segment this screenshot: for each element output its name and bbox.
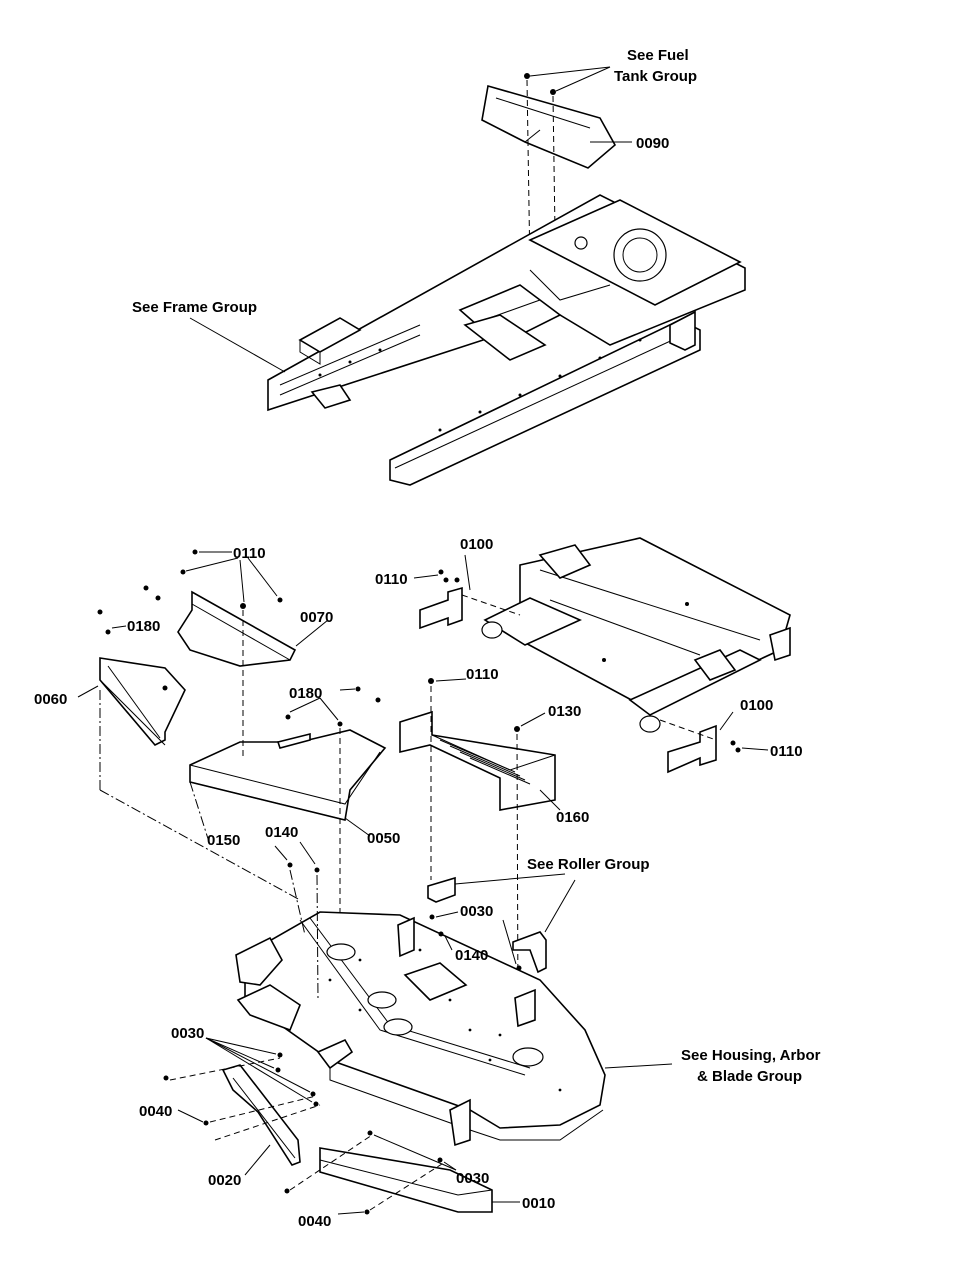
label-part-0010: 0010 [522,1195,555,1212]
label-part-0050: 0050 [367,830,400,847]
label-see-frame: See Frame Group [132,299,257,316]
label-part-0130: 0130 [548,703,581,720]
label-part-0030-front: 0030 [456,1170,489,1187]
plate-0160 [399,678,561,1011]
label-part-0030-roller: 0030 [460,903,493,920]
front-rail-0010 [319,1147,520,1213]
hardware-deck [274,841,320,1001]
center-lines [99,690,301,901]
roller-brackets [427,873,576,974]
label-part-0140-deck: 0140 [455,947,488,964]
label-part-0110-top-left: 0110 [233,545,266,562]
label-part-0110-bracket-left: 0110 [375,571,408,588]
label-part-0040-front: 0040 [298,1213,331,1230]
label-part-0110-plate: 0110 [466,666,499,683]
mower-deck-housing [235,911,673,1147]
shield-0070 [177,590,329,667]
label-see-fuel-line1: See Fuel [627,47,689,64]
label-see-housing-line1: See Housing, Arbor [681,1047,821,1064]
label-part-0060: 0060 [34,691,67,708]
label-part-0070: 0070 [300,609,333,626]
label-see-fuel-line2: Tank Group [614,68,697,85]
hardware-front [163,1037,457,1215]
callout-labels: See Fuel Tank Group 0090 See Frame Group… [34,47,821,1230]
label-part-0090: 0090 [636,135,669,152]
label-part-0140-top: 0140 [265,824,298,841]
label-part-0150: 0150 [207,832,240,849]
label-part-0180-center: 0180 [289,685,322,702]
bracket-0100-right [659,711,769,774]
hardware-left [97,549,381,1050]
label-see-roller: See Roller Group [527,856,650,873]
label-part-0110-bracket-right: 0110 [770,743,803,760]
label-see-housing-line2: & Blade Group [697,1068,802,1085]
label-part-0160: 0160 [556,809,589,826]
shield-0060 [77,657,186,746]
label-part-0100-right: 0100 [740,697,773,714]
label-part-0030-left: 0030 [171,1025,204,1042]
deck-lift-subframe [481,537,791,733]
shield-0050 [189,729,387,837]
label-part-0040-left: 0040 [139,1103,172,1120]
label-part-0180-left: 0180 [127,618,160,635]
main-frame [189,194,746,486]
label-part-0020: 0020 [208,1172,241,1189]
label-part-0100-left: 0100 [460,536,493,553]
bracket-0100-left [413,554,521,630]
baffle-0020 [221,1064,301,1176]
